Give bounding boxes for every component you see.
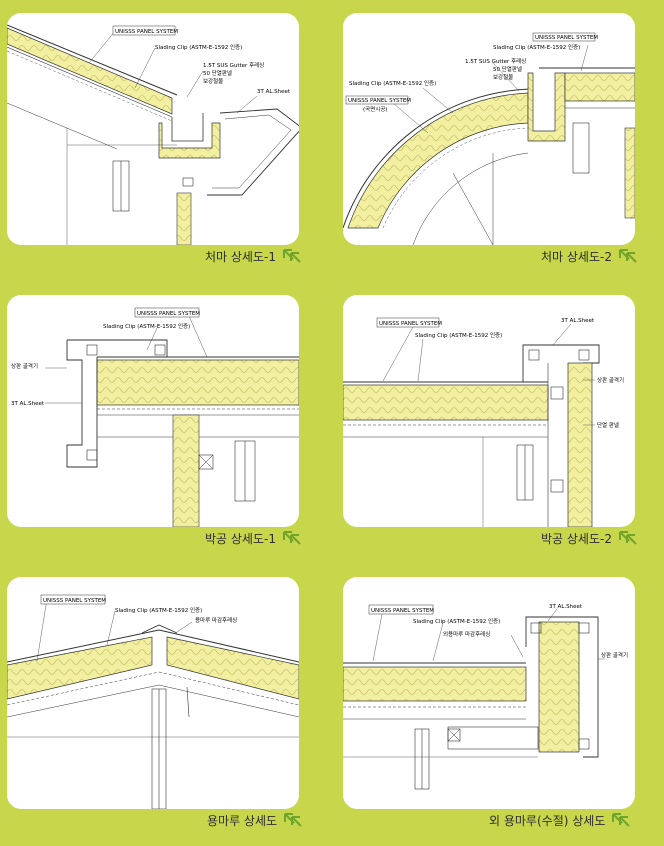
detail-panel-outer-ridge: UNISSS PANEL SYSTEM Slading Clip (ASTM-E… [343, 577, 635, 809]
label-curved-construction: (곡면시공) [363, 105, 388, 113]
caption-text: 처마 상세도-2 [541, 249, 612, 264]
detail-panel-eave-1: UNISSS PANEL SYSTEM Slading Clip (ASTM-E… [7, 13, 299, 245]
eave-detail-2-drawing: UNISSS PANEL SYSTEM Slading Clip (ASTM-E… [343, 32, 635, 245]
label-panel-system: UNISSS PANEL SYSTEM [137, 311, 200, 317]
caption-eave-1: 처마 상세도-1 [205, 246, 302, 266]
arrow-up-left-icon [282, 531, 301, 545]
label-panel-system: UNISSS PANEL SYSTEM [43, 598, 106, 604]
label-reinforcement: 보강철물 [493, 73, 513, 81]
caption-eave-2: 처마 상세도-2 [541, 246, 638, 266]
label-al-sheet: 3T AL.Sheet [257, 89, 291, 95]
label-outer-ridge-flashing: 외용마루 마감후레싱 [443, 630, 490, 638]
label-al-sheet: 3T AL.Sheet [549, 604, 583, 610]
label-slading-clip: Slading Clip (ASTM-E-1592 인증) [115, 607, 202, 614]
label-top-frame: 상판 골격기 [597, 376, 624, 384]
caption-text: 처마 상세도-1 [205, 249, 276, 264]
label-panel-system-curved: UNISSS PANEL SYSTEM [348, 98, 411, 104]
ridge-detail-drawing: UNISSS PANEL SYSTEM Slading Clip (ASTM-E… [7, 594, 299, 809]
caption-text: 박공 상세도-2 [541, 531, 612, 546]
caption-text: 용마루 상세도 [207, 813, 278, 828]
label-top-frame: 상판 골격기 [601, 651, 628, 659]
label-al-sheet: 3T AL.Sheet [561, 318, 595, 324]
label-slading-clip: Slading Clip (ASTM-E-1592 인증) [415, 332, 502, 339]
label-gutter-flashing: 1.5T SUS Gutter 후레싱 [203, 61, 264, 69]
detail-panel-eave-2: UNISSS PANEL SYSTEM Slading Clip (ASTM-E… [343, 13, 635, 245]
label-gutter-flashing: 1.5T SUS Gutter 후레싱 [465, 57, 526, 65]
arrow-up-left-icon [282, 249, 301, 263]
label-slading-clip: Slading Clip (ASTM-E-1592 인증) [103, 323, 190, 330]
detail-panel-gable-2: UNISSS PANEL SYSTEM Slading Clip (ASTM-E… [343, 295, 635, 527]
label-slading-clip-curved: Slading Clip (ASTM-E-1592 인증) [349, 80, 436, 87]
label-panel-system: UNISSS PANEL SYSTEM [115, 29, 178, 35]
label-panel-system: UNISSS PANEL SYSTEM [535, 35, 598, 41]
caption-outer-ridge: 외 용마루(수절) 상세도 [489, 810, 631, 830]
label-slading-clip: Slading Clip (ASTM-E-1592 인증) [155, 44, 242, 51]
label-slading-clip: Slading Clip (ASTM-E-1592 인증) [413, 618, 500, 625]
label-top-frame: 상판 골격기 [11, 362, 38, 370]
gable-detail-1-drawing: UNISSS PANEL SYSTEM Slading Clip (ASTM-E… [11, 307, 299, 527]
label-reinforcement: 보강철물 [203, 77, 223, 85]
label-insulation-panel: 50 단열판넬 [493, 65, 522, 73]
detail-panel-gable-1: UNISSS PANEL SYSTEM Slading Clip (ASTM-E… [7, 295, 299, 527]
arrow-up-left-icon [284, 813, 302, 827]
label-slading-clip: Slading Clip (ASTM-E-1592 인증) [493, 44, 580, 51]
caption-gable-1: 박공 상세도-1 [205, 528, 302, 548]
caption-gable-2: 박공 상세도-2 [541, 528, 638, 548]
gable-detail-2-drawing: UNISSS PANEL SYSTEM Slading Clip (ASTM-E… [343, 317, 624, 527]
arrow-up-left-icon [618, 249, 637, 263]
label-insulation-panel: 단열 판넬 [597, 421, 619, 429]
eave-detail-1-drawing: UNISSS PANEL SYSTEM Slading Clip (ASTM-E… [7, 24, 299, 245]
label-al-sheet: 3T AL.Sheet [11, 401, 45, 407]
arrow-up-left-icon [618, 531, 637, 545]
arrow-up-left-icon [612, 813, 631, 827]
outer-ridge-detail-drawing: UNISSS PANEL SYSTEM Slading Clip (ASTM-E… [343, 604, 628, 790]
detail-panel-ridge: UNISSS PANEL SYSTEM Slading Clip (ASTM-E… [7, 577, 299, 809]
label-insulation-panel: 50 단열판넬 [203, 69, 232, 77]
caption-text: 외 용마루(수절) 상세도 [489, 813, 606, 828]
caption-ridge: 용마루 상세도 [207, 810, 303, 830]
caption-text: 박공 상세도-1 [205, 531, 276, 546]
label-ridge-flashing: 용마루 마감후레싱 [195, 616, 237, 624]
label-panel-system: UNISSS PANEL SYSTEM [371, 608, 434, 614]
label-panel-system: UNISSS PANEL SYSTEM [379, 321, 442, 327]
